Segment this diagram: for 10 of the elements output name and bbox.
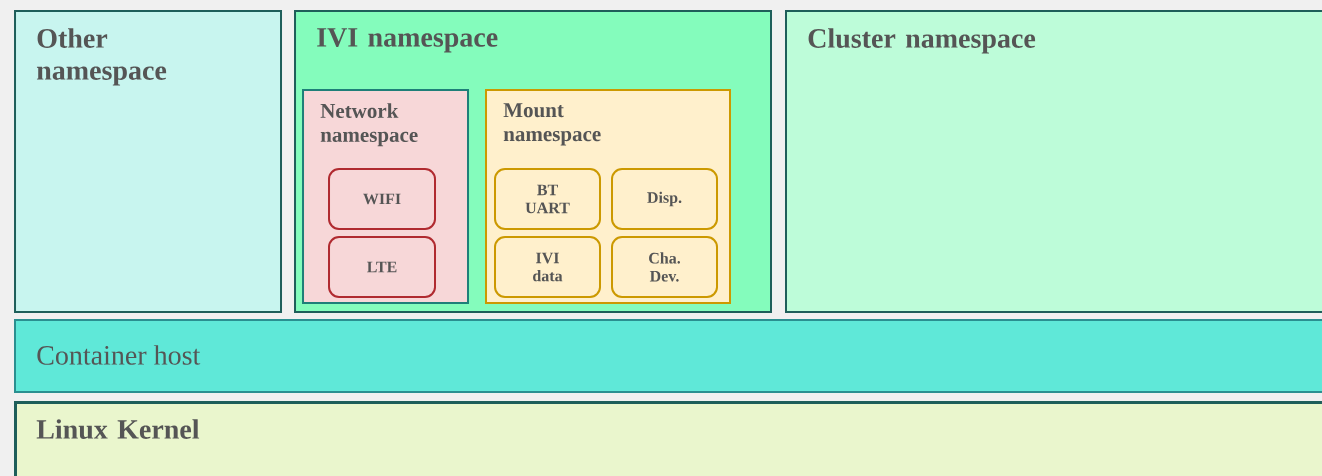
component-box: WIFI [328, 168, 436, 230]
namespace-box: Linux Kernel [14, 401, 1322, 476]
component-box: Disp. [611, 168, 718, 230]
component-box: IVI data [494, 236, 601, 298]
layer-band: Container host [14, 319, 1322, 393]
component-box: LTE [328, 236, 436, 298]
component-box: BT UART [494, 168, 601, 230]
component-box: Cha. Dev. [611, 236, 718, 298]
namespace-box: Cluster namespace [785, 10, 1322, 313]
namespace-box: Other namespace [14, 10, 282, 313]
